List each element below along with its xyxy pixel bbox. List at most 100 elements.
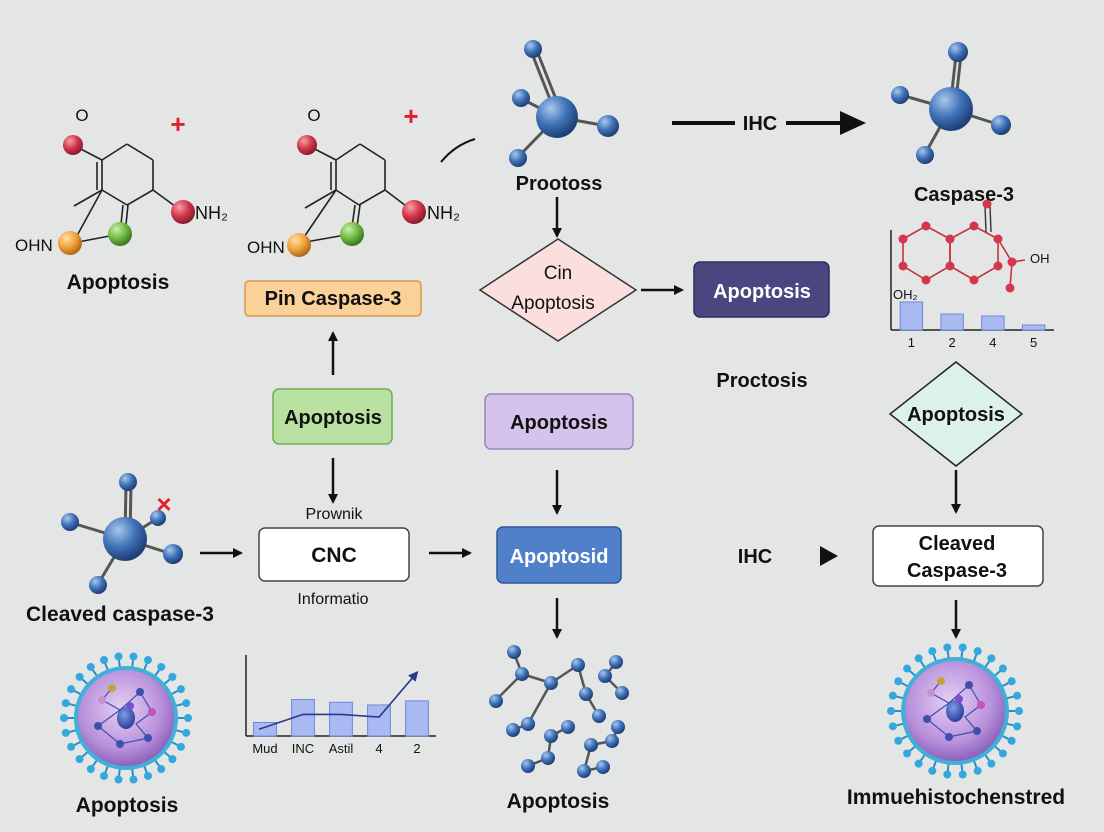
cell-network — [97, 687, 153, 745]
spike-bulb — [182, 699, 191, 708]
cell-network — [926, 680, 982, 738]
cell-node — [937, 677, 945, 685]
red-atom — [297, 135, 317, 155]
small-red-atom — [921, 275, 931, 285]
prootoss-label: Prootoss — [516, 173, 603, 195]
cnc-text: CNC — [311, 544, 357, 567]
chart-bar — [329, 701, 353, 737]
molecule-1-caption: Apoptosis — [67, 271, 170, 294]
oxygen-label: O — [75, 106, 88, 125]
spike-bulb — [157, 662, 166, 671]
molecular-network — [489, 645, 629, 778]
chart-bar — [1021, 324, 1046, 331]
chart-bar — [981, 315, 1005, 331]
cell-node — [923, 715, 931, 723]
tick-label: Astil — [329, 741, 354, 756]
spike-bulb — [176, 685, 185, 694]
cin-apoptosis-diamond — [478, 238, 638, 342]
spike-bulb — [143, 771, 152, 780]
plus-sign: + — [403, 101, 418, 131]
green-atom — [340, 222, 364, 246]
spike-bulb — [987, 759, 996, 768]
spike-bulb — [973, 766, 982, 775]
curved-stroke — [440, 138, 476, 163]
spike-bulb — [894, 736, 903, 745]
cell-node — [955, 695, 963, 703]
red-atom — [171, 200, 195, 224]
spike-bulb — [1015, 707, 1023, 715]
spike-bulb — [987, 654, 996, 663]
spike-bulb — [86, 662, 95, 671]
spike-bulb — [928, 766, 937, 775]
proctosis-label: Proctosis — [716, 370, 807, 392]
spike-bulb — [1007, 677, 1016, 686]
informatio-label: Informatio — [297, 591, 368, 608]
molecule-structure-1: O + NH₂ OHN — [15, 106, 228, 255]
tetrahedral-molecule-caspase — [891, 42, 1011, 164]
spike-bulb — [943, 770, 952, 779]
small-red-atom — [969, 275, 979, 285]
nucleus — [946, 700, 964, 722]
spike-bulb — [100, 771, 109, 780]
spike-bulb — [129, 775, 138, 784]
spike-bulb — [86, 765, 95, 774]
tick-label: 4 — [375, 741, 382, 756]
small-red-atom — [898, 261, 908, 271]
spike-bulb — [182, 728, 191, 737]
spike-bulb — [998, 664, 1007, 673]
right-molecule-structure — [902, 205, 1026, 289]
red-atom — [63, 135, 83, 155]
chart-bar — [940, 313, 964, 331]
spike-bulb — [998, 749, 1007, 758]
spike-bulb — [958, 643, 967, 652]
cross-mark: × — [156, 489, 171, 519]
tetrahedral-molecule-top — [509, 40, 619, 167]
small-red-atom — [1007, 257, 1017, 267]
spike-bulb — [168, 672, 177, 681]
cell-node — [144, 734, 152, 742]
tick-label: 2 — [949, 335, 956, 350]
oh-label: OH — [1030, 251, 1050, 266]
spike-bulb — [157, 765, 166, 774]
spike-bulb — [61, 699, 70, 708]
cell-node — [965, 681, 973, 689]
cleaved-caspase3-label: Cleaved caspase-3 — [26, 603, 214, 626]
apoptosis-bottom-center-label: Apoptosis — [507, 790, 610, 813]
oh2-label: OH₂ — [893, 287, 918, 302]
cell-node — [973, 727, 981, 735]
spike-bulb — [894, 677, 903, 686]
apoptosis-green-box — [272, 388, 393, 445]
chart-bar — [405, 700, 429, 737]
spike-bulb — [143, 656, 152, 665]
pin-caspase3-text: Pin Caspase-3 — [265, 288, 402, 310]
ihc-top-label: IHC — [743, 113, 777, 135]
chart-bar — [899, 301, 924, 331]
small-red-atom — [982, 199, 992, 209]
small-red-atom — [898, 234, 908, 244]
spike-bulb — [75, 755, 84, 764]
caspase3-top-label: Caspase-3 — [914, 184, 1014, 206]
prownik-label: Prownik — [306, 506, 364, 523]
spike-bulb — [75, 672, 84, 681]
cell-illustration-right — [887, 643, 1023, 779]
apoptosis-lavender-box — [484, 393, 634, 450]
cell-node — [108, 684, 116, 692]
orange-atom — [287, 233, 311, 257]
spike-bulb — [928, 647, 937, 656]
apoptosid-text: Apoptosid — [510, 546, 609, 568]
cell-node — [126, 702, 134, 710]
small-red-atom — [993, 234, 1003, 244]
spike-bulb — [1013, 722, 1022, 731]
cleaved-box-line2: Caspase-3 — [907, 560, 1007, 582]
tick-label: 1 — [908, 335, 915, 350]
nucleus — [117, 707, 135, 729]
apoptosis-green-text: Apoptosis — [284, 407, 382, 429]
spike-bulb — [61, 728, 70, 737]
trend-line — [258, 671, 419, 731]
spike-bulb — [914, 654, 923, 663]
spike-bulb — [67, 742, 76, 751]
spike-bulb — [903, 749, 912, 758]
